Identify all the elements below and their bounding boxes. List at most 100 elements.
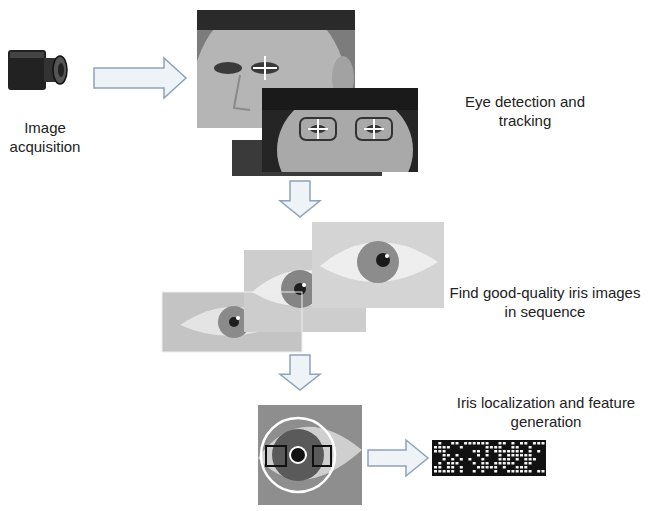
block-arrow: [94, 58, 186, 98]
code-bit: [460, 470, 463, 473]
code-bit: [438, 446, 441, 449]
code-bit: [542, 470, 545, 473]
code-bit: [490, 446, 493, 449]
code-bit: [473, 442, 476, 445]
code-bit: [438, 462, 441, 465]
code-bit: [516, 458, 519, 461]
code-bit: [529, 458, 532, 461]
stage-node: Image acquisition: [0, 40, 90, 156]
code-bit: [507, 458, 510, 461]
code-bit: [520, 450, 523, 453]
code-bit: [456, 442, 459, 445]
code-bit: [533, 458, 536, 461]
code-bit: [499, 454, 502, 457]
code-bit: [460, 446, 463, 449]
code-bit: [490, 466, 493, 469]
code-bit: [494, 462, 497, 465]
code-bit: [524, 462, 527, 465]
code-bit: [443, 458, 446, 461]
code-bit: [524, 442, 527, 445]
code-bit: [507, 470, 510, 473]
code-bit: [464, 442, 467, 445]
code-bit: [529, 450, 532, 453]
code-bit: [477, 442, 480, 445]
code-bit: [438, 466, 441, 469]
code-bit: [542, 442, 545, 445]
code-bit: [447, 454, 450, 457]
code-bit: [524, 470, 527, 473]
code-bit: [443, 450, 446, 453]
code-bit: [473, 462, 476, 465]
code-bit: [443, 446, 446, 449]
block-arrow: [280, 181, 320, 217]
code-bit: [516, 446, 519, 449]
code-bit: [499, 458, 502, 461]
stage-label: Eye detection and tracking: [440, 92, 610, 130]
code-bit: [456, 454, 459, 457]
code-bit: [529, 454, 532, 457]
code-bit: [511, 450, 514, 453]
stage-node: Find good-quality iris images in sequenc…: [162, 220, 645, 352]
iris-code: [432, 440, 546, 476]
code-bit: [477, 454, 480, 457]
code-bit: [524, 466, 527, 469]
code-bit: [516, 466, 519, 469]
eye-image-sequence: [162, 222, 444, 352]
code-bit: [520, 442, 523, 445]
code-bit: [507, 454, 510, 457]
code-bit: [447, 446, 450, 449]
code-bit: [486, 442, 489, 445]
code-bit: [434, 470, 437, 473]
code-bit: [499, 462, 502, 465]
code-bit: [511, 442, 514, 445]
code-bit: [516, 470, 519, 473]
code-bit: [503, 458, 506, 461]
code-bit: [443, 454, 446, 457]
code-bit: [481, 470, 484, 473]
code-bit: [443, 470, 446, 473]
code-bit: [481, 462, 484, 465]
stage-node: Iris localization and feature generation: [255, 393, 642, 508]
stage-label: Iris localization and feature generation: [450, 393, 642, 431]
code-bit: [494, 446, 497, 449]
code-bit: [460, 458, 463, 461]
code-bit: [520, 454, 523, 457]
code-bit: [451, 442, 454, 445]
code-bit: [451, 462, 454, 465]
code-bit: [460, 466, 463, 469]
code-bit: [537, 442, 540, 445]
code-bit: [468, 458, 471, 461]
code-bit: [524, 454, 527, 457]
code-bit: [473, 470, 476, 473]
code-bit: [529, 470, 532, 473]
iris-localization-image: [258, 405, 362, 505]
code-bit: [494, 450, 497, 453]
code-bit: [516, 450, 519, 453]
stage-label: Image acquisition: [0, 118, 90, 156]
code-bit: [486, 450, 489, 453]
code-bit: [499, 442, 502, 445]
code-bit: [477, 466, 480, 469]
code-bit: [507, 462, 510, 465]
code-bit: [447, 462, 450, 465]
code-bit: [494, 470, 497, 473]
code-bit: [503, 462, 506, 465]
code-bit: [438, 450, 441, 453]
code-bit: [434, 450, 437, 453]
code-bit: [529, 462, 532, 465]
code-bit: [486, 466, 489, 469]
stage-node: Eye detection and tracking: [190, 8, 610, 178]
code-bit: [511, 462, 514, 465]
code-bit: [481, 466, 484, 469]
code-bit: [524, 458, 527, 461]
code-bit: [503, 442, 506, 445]
code-bit: [499, 446, 502, 449]
code-bit: [511, 470, 514, 473]
stage-label: Find good-quality iris images in sequenc…: [445, 283, 645, 321]
code-bit: [511, 454, 514, 457]
code-bit: [486, 446, 489, 449]
code-bit: [499, 450, 502, 453]
code-bit: [520, 470, 523, 473]
code-bit: [477, 450, 480, 453]
code-bit: [434, 466, 437, 469]
